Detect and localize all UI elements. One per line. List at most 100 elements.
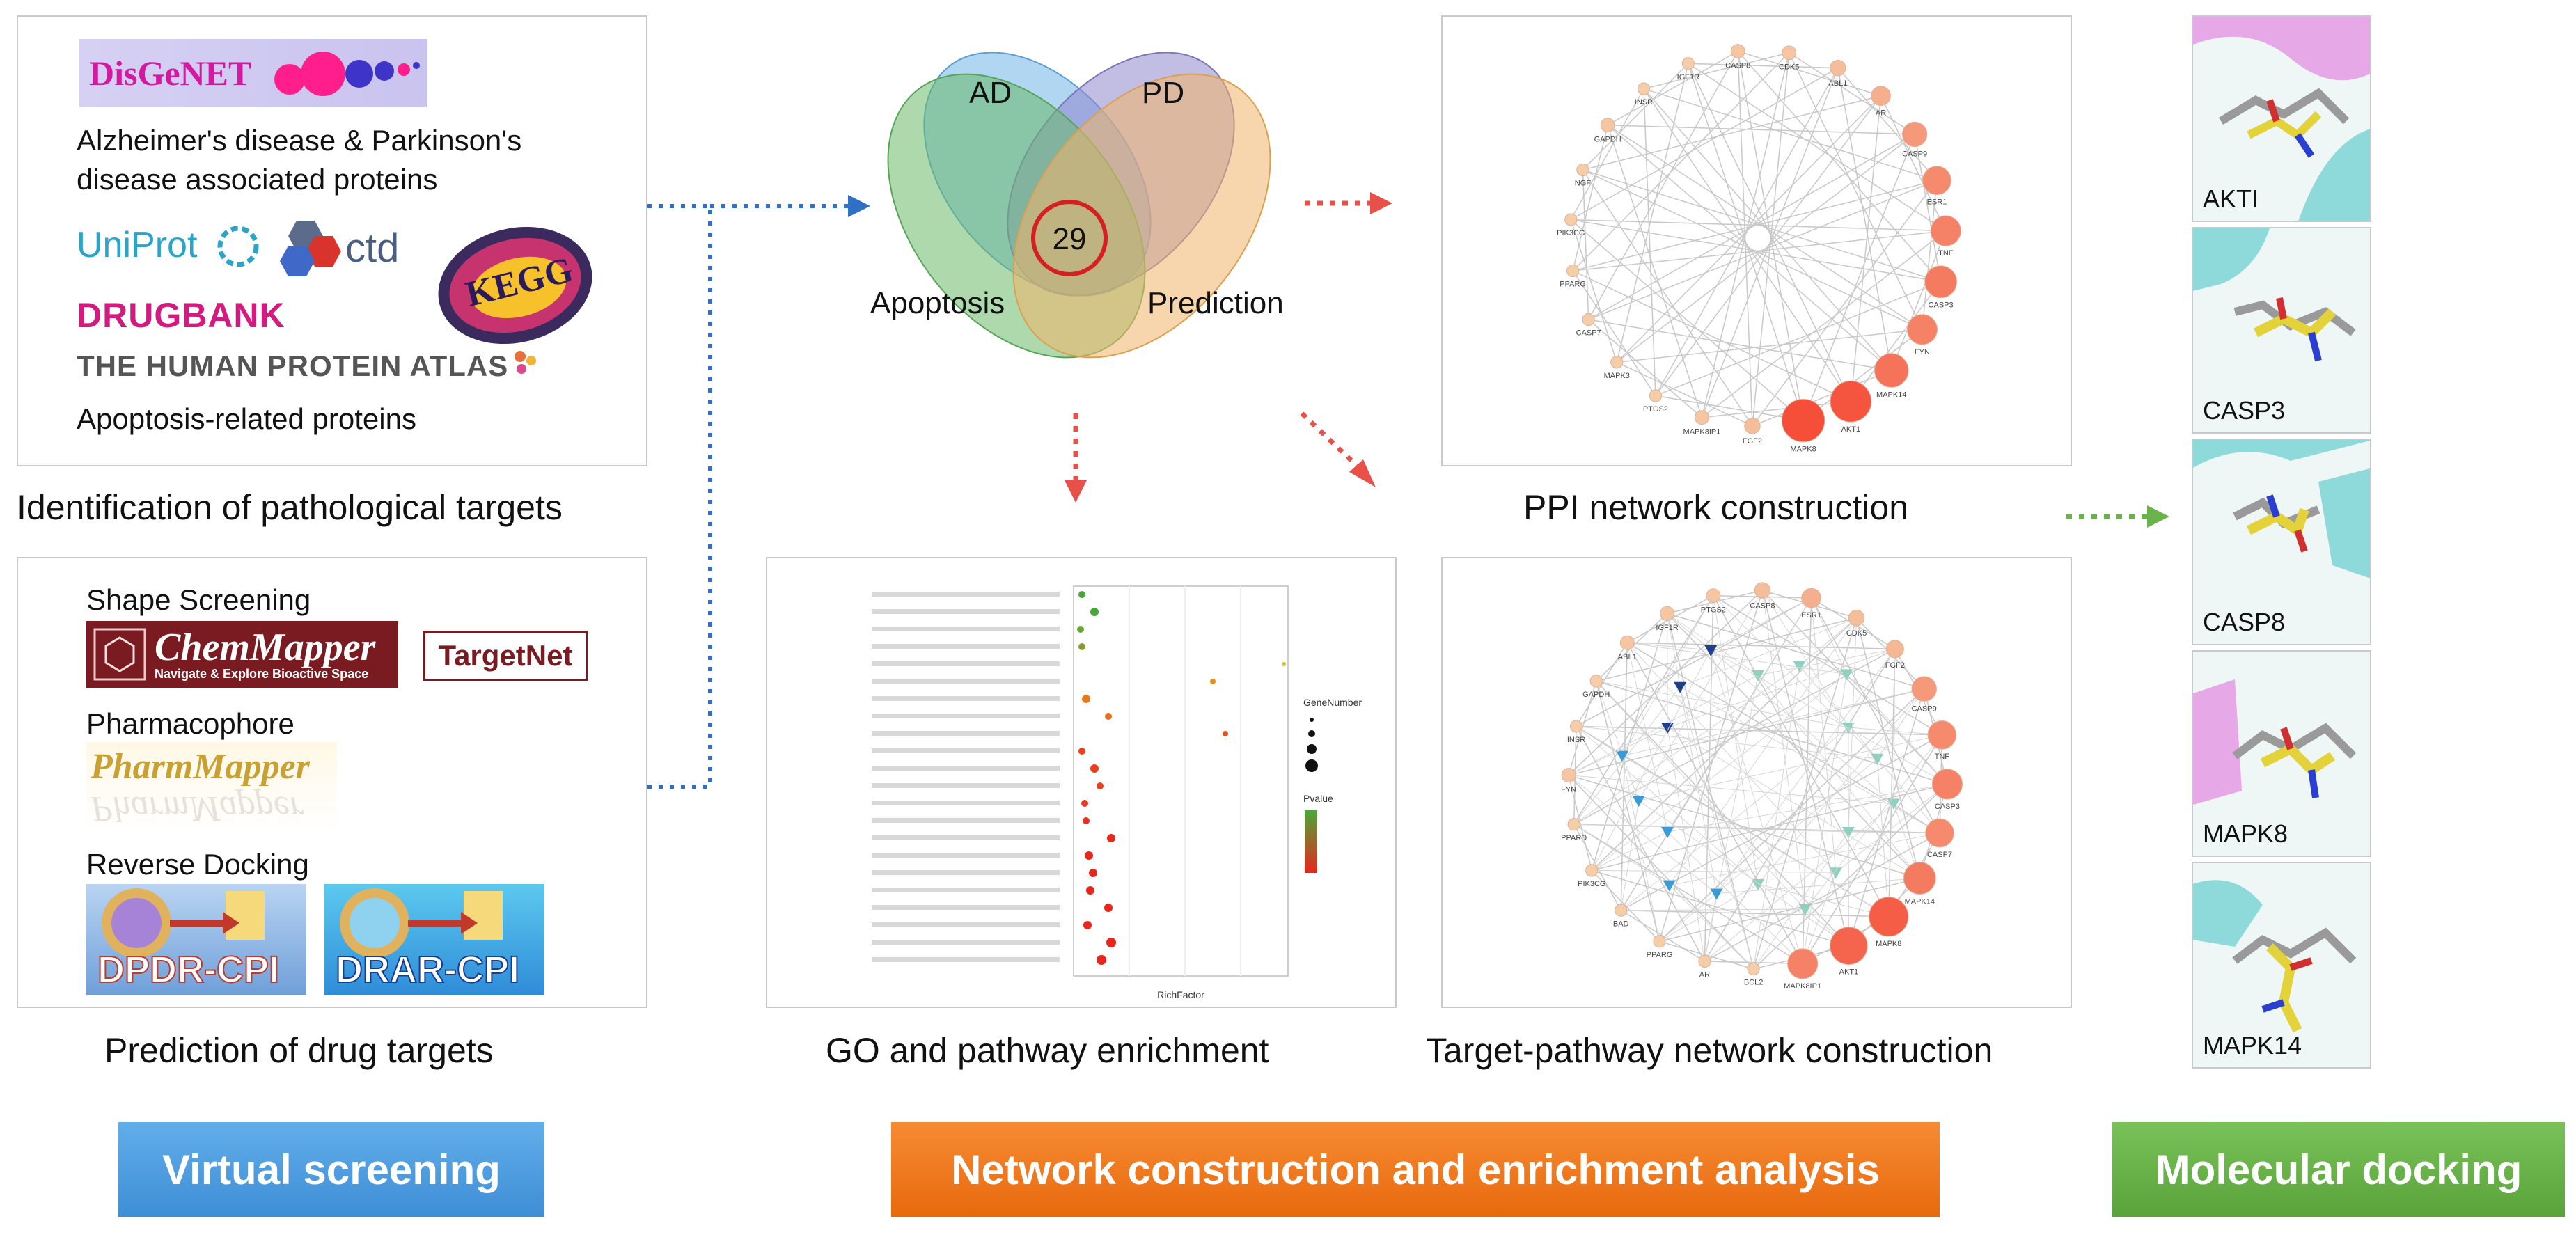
network-edge xyxy=(1658,590,1764,942)
pathway-term-label xyxy=(872,783,1060,788)
network-edge xyxy=(1922,180,1938,330)
targetnet-text: TargetNet xyxy=(438,639,573,672)
network-edge xyxy=(1573,824,1803,964)
arrow-venn-to-target-pathway xyxy=(1300,411,1360,468)
network-edge xyxy=(1679,617,1857,688)
legend-pvalue-colorbar xyxy=(1305,810,1317,873)
uniprot-ring-icon xyxy=(217,226,259,267)
network-edge xyxy=(1757,675,1920,878)
network-node xyxy=(1566,264,1580,278)
network-edge xyxy=(1573,824,1848,833)
network-edge xyxy=(1573,686,1681,825)
legend-size-dot xyxy=(1305,759,1318,772)
network-edge xyxy=(1893,649,1896,804)
stage-molecular-docking: Molecular docking xyxy=(2112,1122,2565,1217)
pathway-node xyxy=(1829,867,1842,879)
enrichment-dot xyxy=(1097,782,1104,789)
network-edge xyxy=(1588,319,1702,418)
drugbank-text: DRUGBANK xyxy=(77,296,285,335)
network-edge xyxy=(1591,649,1711,871)
network-edge xyxy=(1753,831,1849,970)
targetnet-logo: TargetNet xyxy=(423,631,588,681)
network-node xyxy=(1903,862,1936,895)
docking-panel-casp3: CASP3 xyxy=(2192,227,2371,434)
pathway-node xyxy=(1663,880,1676,892)
network-node xyxy=(1848,610,1865,627)
legend-gene-number-title: GeneNumber xyxy=(1303,697,1362,708)
network-edge xyxy=(1570,219,1617,363)
network-node xyxy=(1925,818,1954,848)
pathway-term-label xyxy=(872,627,1060,631)
network-edge xyxy=(1643,88,1938,181)
network-node-label: CASP7 xyxy=(1927,851,1952,859)
network-edge xyxy=(1667,613,1894,804)
pathway-node xyxy=(1661,723,1674,734)
chemmapper-subtitle: Navigate & Explore Bioactive Space xyxy=(155,667,369,681)
network-edge xyxy=(1570,219,1804,421)
network-edge xyxy=(1850,95,1882,402)
legend-size-dot xyxy=(1310,718,1314,722)
network-edge xyxy=(1626,642,1837,873)
network-edge xyxy=(1848,727,1942,736)
uniprot-text: UniProt xyxy=(77,225,198,265)
network-edge xyxy=(1596,680,1849,947)
venn-label-apoptosis: Apoptosis xyxy=(870,286,1005,320)
network-node xyxy=(1585,864,1599,877)
pathway-node xyxy=(1798,904,1812,916)
stage-network-construction: Network construction and enrichment anal… xyxy=(891,1122,1940,1217)
network-edge xyxy=(1591,613,1668,871)
enrichment-dot xyxy=(1077,626,1084,633)
network-edge xyxy=(1591,617,1858,871)
enrichment-dot xyxy=(1081,800,1088,807)
network-edge xyxy=(1659,883,1759,942)
network-node xyxy=(1564,213,1578,226)
network-edge xyxy=(1757,883,1889,917)
network-edge xyxy=(1848,617,1858,833)
network-edge xyxy=(1713,595,1942,736)
network-edge xyxy=(1607,125,1703,418)
network-node-label: CDK5 xyxy=(1846,629,1867,638)
enrichment-dot xyxy=(1078,748,1085,755)
network-edge xyxy=(1803,329,1923,421)
network-edge xyxy=(1568,774,1920,879)
network-edge xyxy=(1761,590,1806,910)
enrichment-dot xyxy=(1105,713,1112,720)
pathway-node xyxy=(1840,669,1853,681)
target-pathway-graph: IGF1RPTGS2CASP8ESR1CDK5FGF2CASP9TNFCASP3… xyxy=(1561,582,1963,991)
chemmapper-logo: ChemMapper Navigate & Explore Bioactive … xyxy=(86,621,398,688)
pathway-term-label xyxy=(872,609,1060,614)
dpdr-cpi-logo: DPDR-CPI xyxy=(86,884,306,995)
network-node-label: MAPK14 xyxy=(1905,897,1935,906)
network-node xyxy=(1681,57,1695,70)
network-edge xyxy=(1620,643,1628,911)
network-edge xyxy=(1667,613,1920,879)
network-edge xyxy=(1713,595,1878,759)
enrichment-dot xyxy=(1078,591,1085,598)
network-node-label: CASP8 xyxy=(1750,601,1775,610)
pathway-term-label xyxy=(872,940,1060,945)
network-edge xyxy=(1576,725,1942,736)
network-edge xyxy=(1572,52,1790,271)
network-edge xyxy=(1576,597,1812,727)
network-node-label: CASP3 xyxy=(1935,803,1960,811)
network-node xyxy=(1801,588,1821,608)
enrichment-dot xyxy=(1223,731,1228,736)
network-edge xyxy=(1711,597,1812,651)
pharmacophore-label: Pharmacophore xyxy=(86,707,294,740)
pathway-term-label xyxy=(872,853,1060,858)
legend-size-dot xyxy=(1307,744,1317,754)
network-edge xyxy=(1855,617,1921,878)
network-edge xyxy=(1592,831,1668,871)
network-node xyxy=(1660,606,1674,621)
disease-proteins-text: Alzheimer's disease & Parkinson's diseas… xyxy=(77,124,522,196)
enrichment-dot xyxy=(1107,834,1115,842)
network-edge xyxy=(1570,68,1839,221)
network-node-label: AR xyxy=(1876,109,1886,118)
network-edge xyxy=(1568,775,1593,871)
network-node-label: CASP9 xyxy=(1912,704,1937,713)
network-edge xyxy=(1761,590,1948,785)
network-node xyxy=(1830,59,1846,77)
network-edge xyxy=(1810,597,1940,833)
